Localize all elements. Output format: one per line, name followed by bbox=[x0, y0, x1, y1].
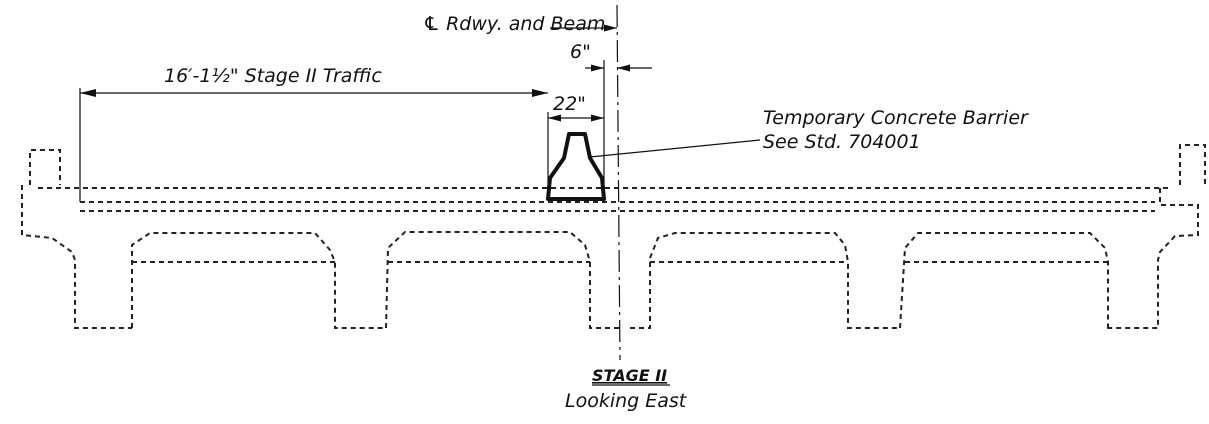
centerline bbox=[616, 4, 621, 361]
offset-dimension bbox=[585, 64, 652, 72]
beam-voids bbox=[131, 231, 1109, 329]
barrier-note-line-2: See Std. 704001 bbox=[763, 131, 921, 153]
traffic-width-label: 16′-1½" Stage II Traffic bbox=[164, 65, 382, 87]
deck-slab bbox=[38, 187, 1172, 212]
left-parapet bbox=[21, 149, 132, 329]
right-parapet bbox=[1105, 144, 1206, 329]
temporary-concrete-barrier bbox=[546, 132, 606, 201]
barrier-width-dimension bbox=[547, 60, 605, 199]
barrier-width-label: 22" bbox=[553, 93, 586, 115]
barrier-note-line-1: Temporary Concrete Barrier bbox=[763, 107, 1029, 129]
barrier-note-leader bbox=[589, 139, 761, 158]
centerline-leader bbox=[550, 24, 617, 32]
offset-label: 6" bbox=[570, 41, 591, 63]
traffic-width-dimension bbox=[79, 88, 548, 202]
stage-title: STAGE II bbox=[592, 366, 667, 385]
view-direction: Looking East bbox=[565, 390, 688, 412]
centerline-label: ℄ Rdwy. and Beam bbox=[423, 13, 605, 35]
